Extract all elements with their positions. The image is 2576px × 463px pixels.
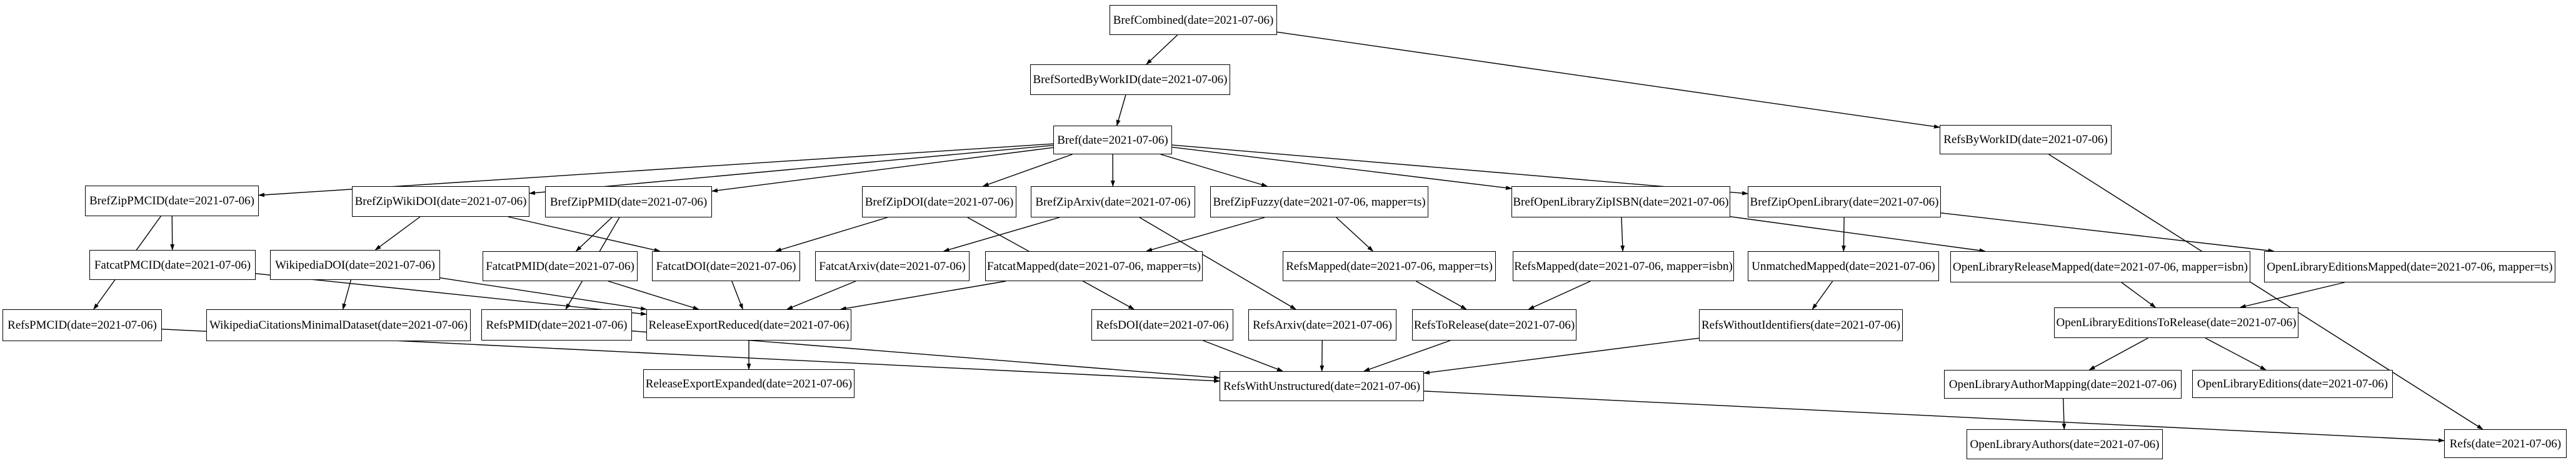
dependency-edge-FatcatPMID-to-ReleaseExportReduced xyxy=(608,281,699,310)
dependency-edge-BrefZipOpenLibrary-to-OpenLibraryEditionsMapped xyxy=(1940,212,2275,253)
node-bref-zip-pmcid: BrefZipPMCID(date=2021-07-06) xyxy=(85,186,259,216)
dependency-edge-BrefOpenLibraryZipISBN-to-RefsMappedIsbn xyxy=(1620,217,1625,252)
dependency-edge-BrefZipDOI-to-FatcatDOI xyxy=(774,217,888,252)
node-release-export-expanded: ReleaseExportExpanded(date=2021-07-06) xyxy=(643,369,854,398)
node-open-library-release-mapped: OpenLibraryReleaseMapped(date=2021-07-06… xyxy=(1950,251,2250,282)
dependency-edge-FatcatArxiv-to-ReleaseExportReduced xyxy=(786,281,856,310)
node-refs-doi: RefsDOI(date=2021-07-06) xyxy=(1091,309,1233,341)
node-bref-zip-pmid: BrefZipPMID(date=2021-07-06) xyxy=(545,186,712,217)
dependency-edge-BrefZipWikiDOI-to-WikipediaDOI xyxy=(374,216,421,251)
node-refs-to-release: RefsToRelease(date=2021-07-06) xyxy=(1412,309,1576,341)
node-refs: Refs(date=2021-07-06) xyxy=(2444,429,2567,458)
dependency-edge-WikipediaDOI-to-ReleaseExportReduced xyxy=(439,277,647,311)
dependency-edge-FatcatPMCID-to-ReleaseExportReduced xyxy=(255,273,647,316)
node-refs-arxiv: RefsArxiv(date=2021-07-06) xyxy=(1248,309,1396,341)
node-fatcat-pmid: FatcatPMID(date=2021-07-06) xyxy=(483,251,638,281)
node-bref-zip-open-library: BrefZipOpenLibrary(date=2021-07-06) xyxy=(1748,186,1941,217)
node-fatcat-pmcid: FatcatPMCID(date=2021-07-06) xyxy=(89,250,256,280)
node-open-library-editions-to-release: OpenLibraryEditionsToRelease(date=2021-0… xyxy=(2054,307,2298,338)
dependency-edge-BrefZipPMCID-to-FatcatPMCID xyxy=(170,216,175,251)
dependency-edge-OpenLibraryAuthorMapping-to-OpenLibraryAuthors xyxy=(2062,398,2067,430)
dependency-edge-Bref-to-BrefZipWikiDOI xyxy=(529,145,1054,196)
dependency-edge-RefsWithoutIdentifiers-to-RefsWithUnstructured xyxy=(1423,337,1700,375)
node-open-library-author-mapping: OpenLibraryAuthorMapping(date=2021-07-06… xyxy=(1944,370,2182,399)
node-refs-with-unstructured: RefsWithUnstructured(date=2021-07-06) xyxy=(1220,371,1424,401)
dependency-edge-WikipediaDOI-to-WikipediaCitationsMinimalDataset xyxy=(342,279,352,310)
dependency-edge-BrefCombined-to-BrefSortedByWorkID xyxy=(1146,34,1178,65)
dependency-edge-BrefCombined-to-RefsByWorkID xyxy=(1276,31,1940,129)
dependency-edge-Bref-to-BrefOpenLibraryZipISBN xyxy=(1171,146,1512,190)
dependency-edge-RefsMappedIsbn-to-RefsToRelease xyxy=(1528,281,1591,310)
node-fatcat-arxiv: FatcatArxiv(date=2021-07-06) xyxy=(815,251,970,281)
node-bref-zip-doi: BrefZipDOI(date=2021-07-06) xyxy=(862,186,1016,217)
node-fatcat-doi: FatcatDOI(date=2021-07-06) xyxy=(652,251,800,281)
dependency-edge-OpenLibraryEditionsToRelease-to-OpenLibraryEditions xyxy=(2205,337,2267,371)
dependency-edge-FatcatDOI-to-ReleaseExportReduced xyxy=(731,281,743,310)
node-bref-open-library-zip-isbn: BrefOpenLibraryZipISBN(date=2021-07-06) xyxy=(1511,186,1730,217)
node-refs-pmid: RefsPMID(date=2021-07-06) xyxy=(481,309,632,341)
dependency-edge-BrefZipArxiv-to-RefsArxiv xyxy=(1139,217,1296,310)
dependency-edge-UnmatchedMapped-to-RefsWithoutIdentifiers xyxy=(1812,281,1833,310)
dependency-edge-BrefZipFuzzy-to-RefsMappedTs xyxy=(1336,217,1374,252)
node-bref-zip-arxiv: BrefZipArxiv(date=2021-07-06) xyxy=(1031,186,1195,217)
dependency-edge-RefsDOI-to-RefsWithUnstructured xyxy=(1203,340,1283,372)
node-bref-combined: BrefCombined(date=2021-07-06) xyxy=(1110,5,1277,35)
dependency-edge-Bref-to-BrefZipOpenLibrary xyxy=(1171,144,1748,196)
node-wikipedia-citations-minimal-dataset: WikipediaCitationsMinimalDataset(date=20… xyxy=(206,309,471,341)
node-refs-mapped-isbn: RefsMapped(date=2021-07-06, mapper=isbn) xyxy=(1513,251,1734,281)
node-release-export-reduced: ReleaseExportReduced(date=2021-07-06) xyxy=(646,309,851,341)
node-open-library-editions: OpenLibraryEditions(date=2021-07-06) xyxy=(2192,370,2393,398)
node-refs-without-identifiers: RefsWithoutIdentifiers(date=2021-07-06) xyxy=(1699,309,1903,341)
dependency-edge-FatcatMapped-to-ReleaseExportReduced xyxy=(839,281,1006,311)
dependency-edge-RefsArxiv-to-RefsWithUnstructured xyxy=(1320,340,1325,372)
dependency-edge-Bref-to-BrefZipFuzzy xyxy=(1160,154,1268,187)
dependency-edge-BrefZipOpenLibrary-to-UnmatchedMapped xyxy=(1842,217,1846,252)
node-bref-sorted-by-work-id: BrefSortedByWorkID(date=2021-07-06) xyxy=(1030,64,1230,95)
node-bref: Bref(date=2021-07-06) xyxy=(1053,126,1172,154)
dependency-edge-RefsMappedTs-to-RefsToRelease xyxy=(1416,281,1467,310)
node-bref-zip-fuzzy: BrefZipFuzzy(date=2021-07-06, mapper=ts) xyxy=(1210,186,1428,217)
node-unmatched-mapped: UnmatchedMapped(date=2021-07-06) xyxy=(1748,251,1939,281)
dependency-edge-OpenLibraryEditionsToRelease-to-OpenLibraryAuthorMapping xyxy=(2088,337,2148,371)
node-fatcat-mapped: FatcatMapped(date=2021-07-06, mapper=ts) xyxy=(985,251,1203,281)
dependency-edge-BrefOpenLibraryZipISBN-to-OpenLibraryReleaseMapped xyxy=(1730,216,1986,253)
node-refs-pmcid: RefsPMCID(date=2021-07-06) xyxy=(3,309,162,341)
node-open-library-authors: OpenLibraryAuthors(date=2021-07-06) xyxy=(1967,429,2163,459)
dependency-edge-BrefZipPMID-to-FatcatPMID xyxy=(575,217,613,252)
dependency-edge-OpenLibraryEditionsMapped-to-OpenLibraryEditionsToRelease xyxy=(2239,282,2345,309)
node-bref-zip-wiki-doi: BrefZipWikiDOI(date=2021-07-06) xyxy=(352,186,529,217)
dependency-edge-RefsWithUnstructured-to-Refs xyxy=(1423,391,2445,443)
node-refs-by-work-id: RefsByWorkID(date=2021-07-06) xyxy=(1940,125,2112,154)
dependency-edge-RefsToRelease-to-RefsWithUnstructured xyxy=(1363,340,1451,372)
node-open-library-editions-mapped: OpenLibraryEditionsMapped(date=2021-07-0… xyxy=(2264,251,2555,282)
dependency-edge-RefsByWorkID-to-Refs xyxy=(2048,154,2483,430)
node-refs-mapped-ts: RefsMapped(date=2021-07-06, mapper=ts) xyxy=(1283,251,1496,281)
dependency-edge-OpenLibraryReleaseMapped-to-OpenLibraryEditionsToRelease xyxy=(2121,282,2157,308)
dependency-edge-Bref-to-BrefZipPMID xyxy=(711,147,1054,193)
dependency-edge-Bref-to-BrefZipDOI xyxy=(982,154,1073,187)
dependency-edge-BrefZipFuzzy-to-FatcatMapped xyxy=(1146,217,1265,252)
dependency-edge-BrefZipArxiv-to-FatcatArxiv xyxy=(943,217,1060,252)
dependency-edge-BrefZipWikiDOI-to-FatcatDOI xyxy=(508,216,661,252)
node-wikipedia-doi: WikipediaDOI(date=2021-07-06) xyxy=(270,250,440,280)
dependency-edge-BrefSortedByWorkID-to-Bref xyxy=(1116,94,1126,126)
